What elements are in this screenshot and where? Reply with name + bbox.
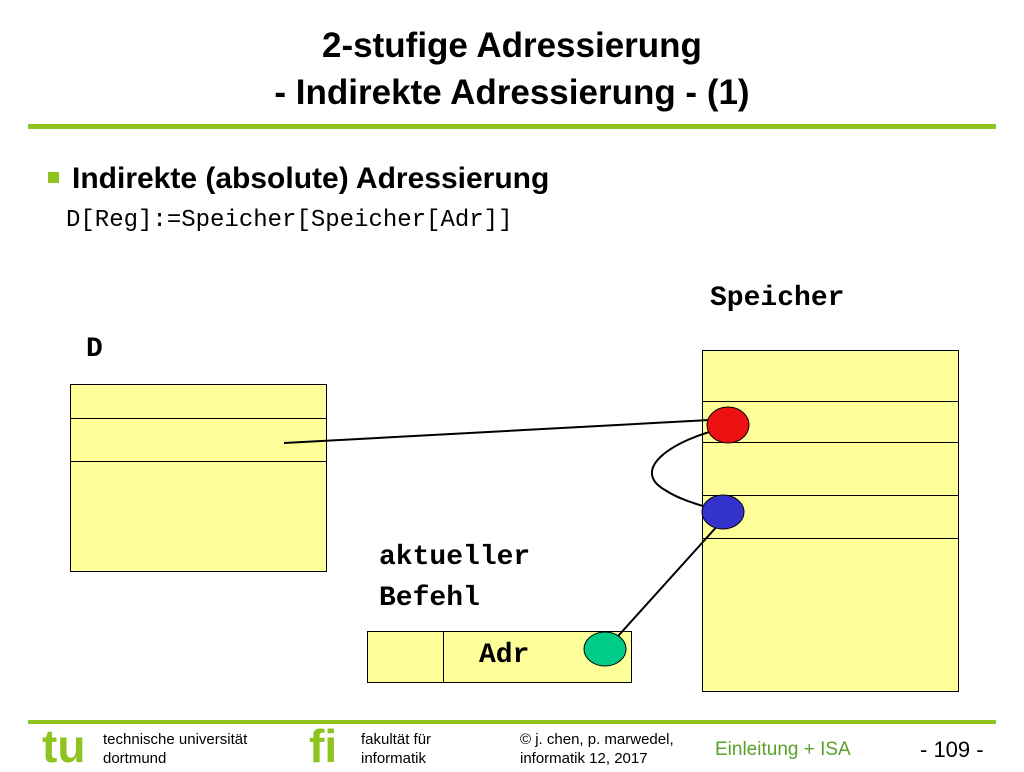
university-line-1: technische universität [103,731,248,748]
load-arrow [283,414,730,444]
university-line-2: dortmund [103,750,167,767]
formula: D[Reg]:=Speicher[Speicher[Adr]] [66,207,513,234]
title-line-2: - Indirekte Adressierung - (1) [274,73,750,112]
fi-logo: fi [309,720,338,772]
d-register-box [70,384,327,572]
copyright: © j. chen, p. marwedel, informatik 12, 2… [520,730,674,768]
d-row-divider [71,418,326,419]
faculty-line-1: fakultät für [361,731,432,748]
speicher-row-divider [703,538,958,539]
faculty-name: fakultät für informatik [361,730,431,768]
red-dot [706,406,750,444]
copyright-line-2: informatik 12, 2017 [520,750,648,767]
d-label: D [86,334,103,365]
green-dot [583,631,627,667]
slide-title: 2-stufige Adressierung - Indirekte Adres… [0,22,1024,116]
indirection-curve [651,426,729,513]
adr-pointer-line [609,522,721,646]
footer-divider [28,720,996,724]
speicher-row-divider [703,401,958,402]
befehl-label-line-1: aktueller [379,542,531,573]
adr-label: Adr [479,640,530,671]
tu-logo: tu [42,720,86,772]
blue-dot [701,494,745,530]
befehl-field-divider [443,632,444,682]
copyright-line-1: © j. chen, p. marwedel, [520,731,674,748]
topic-label: Einleitung + ISA [715,739,851,760]
faculty-line-2: informatik [361,750,427,767]
university-name: technische universität dortmund [103,730,247,768]
page-number: - 109 - [920,737,984,762]
bullet-text: Indirekte (absolute) Adressierung [72,162,550,195]
speicher-row-divider [703,495,958,496]
title-divider [28,124,996,129]
bullet-square-icon [48,172,59,183]
d-row-divider [71,461,326,462]
speicher-row-divider [703,442,958,443]
title-line-1: 2-stufige Adressierung [322,26,702,65]
speicher-label: Speicher [710,283,845,314]
befehl-label-line-2: Befehl [379,583,480,614]
speicher-box [702,350,959,692]
